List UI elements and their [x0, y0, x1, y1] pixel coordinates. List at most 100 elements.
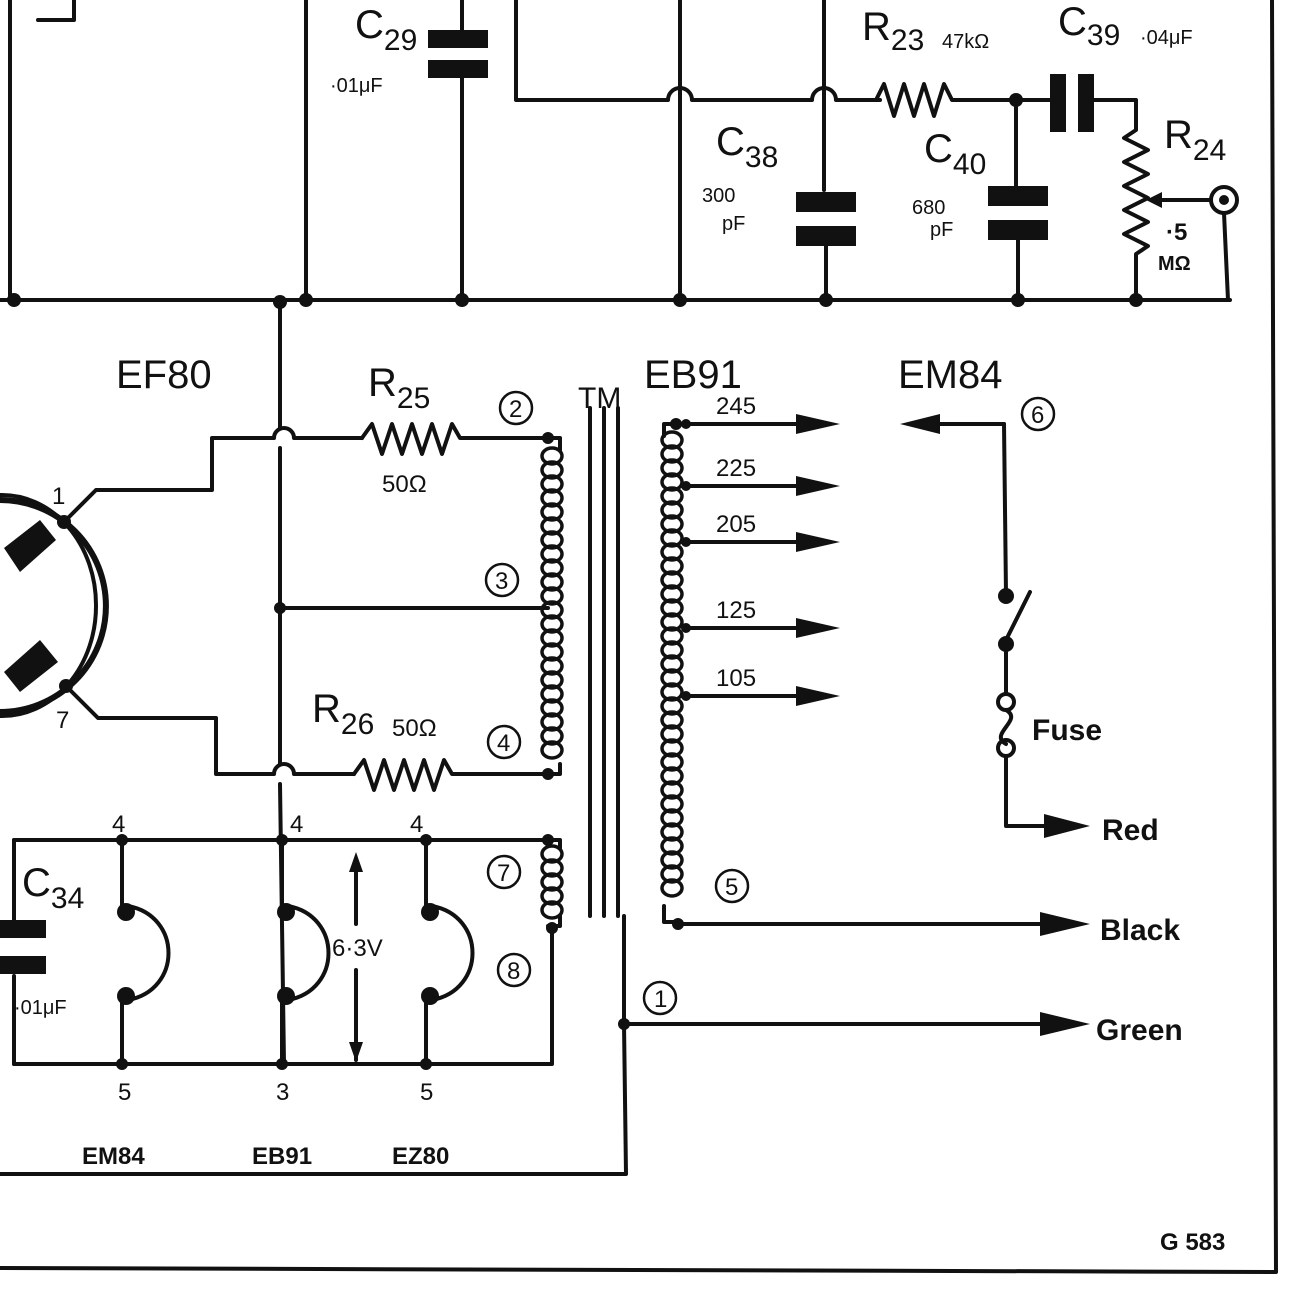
heater-pin-top-3: 4 — [410, 811, 423, 838]
c29-value: ·01μF — [330, 75, 383, 97]
heater-filament-2 — [276, 834, 331, 1070]
c39-value: ·04μF — [1140, 27, 1193, 49]
transformer-pin-4: 4 — [486, 724, 522, 760]
transformer-pin-6: 6 — [1020, 396, 1056, 432]
c29-label: C29 — [355, 3, 417, 57]
c29-capacitor — [428, 0, 488, 302]
svg-text:225: 225 — [716, 455, 756, 482]
fuse — [996, 692, 1090, 838]
heater-filament-1 — [116, 834, 171, 1070]
heater-filament-3 — [420, 834, 475, 1070]
svg-text:7: 7 — [497, 860, 510, 887]
heater-tube-em84: EM84 — [82, 1143, 145, 1170]
svg-text:4: 4 — [497, 730, 510, 757]
lead-black: Black — [1100, 914, 1180, 947]
r23-value: 47kΩ — [942, 31, 989, 53]
top-left-wire — [36, 0, 76, 22]
heater-tube-eb91: EB91 — [252, 1143, 312, 1170]
anode-wire-1 — [62, 426, 364, 524]
heater-voltage-indicator — [349, 852, 363, 1062]
ef80-label: EF80 — [116, 353, 212, 397]
svg-text:6: 6 — [1031, 402, 1044, 429]
heater-pin-bottom-2: 3 — [276, 1079, 289, 1106]
svg-text:245: 245 — [716, 393, 756, 420]
heater-pin-top-1: 4 — [112, 811, 125, 838]
c34-label: C34 — [22, 861, 84, 915]
c38-label: C38 — [716, 120, 778, 174]
svg-text:2: 2 — [509, 396, 522, 423]
rect-pin-7: 7 — [56, 707, 69, 734]
em84-label: EM84 — [898, 353, 1003, 397]
r23-resistor — [874, 82, 1018, 118]
r26-value: 50Ω — [392, 715, 437, 742]
green-lead-wire — [622, 914, 1062, 1026]
heater-tube-ez80: EZ80 — [392, 1143, 449, 1170]
c40-capacitor — [988, 98, 1048, 302]
r26-label: R26 — [312, 687, 374, 741]
c38-value-1: 300 — [702, 185, 735, 207]
tap-245: 245 — [681, 393, 840, 434]
svg-text:5: 5 — [725, 874, 738, 901]
ht-secondary-winding — [540, 432, 564, 780]
lead-green: Green — [1096, 1014, 1183, 1047]
voltage-taps: 245 225 205 125 105 — [681, 393, 840, 706]
c40-label: C40 — [924, 127, 986, 181]
heater-filaments — [116, 834, 475, 1070]
signal-wire — [514, 0, 882, 102]
heater-voltage: 6·3V — [332, 935, 383, 962]
c34-capacitor — [0, 920, 46, 974]
tap-105: 105 — [681, 665, 840, 706]
svg-text:3: 3 — [495, 568, 508, 595]
svg-text:205: 205 — [716, 511, 756, 538]
drawing-reference: G 583 — [1160, 1229, 1225, 1256]
svg-text:125: 125 — [716, 597, 756, 624]
c39-label: C39 — [1058, 0, 1120, 52]
tap-205: 205 — [681, 511, 840, 552]
c40-value-2: pF — [930, 219, 953, 241]
c38-value-2: pF — [722, 213, 745, 235]
heater-pin-top-2: 4 — [290, 811, 303, 838]
heater-winding — [540, 834, 564, 934]
lead-red: Red — [1102, 814, 1159, 847]
transformer-pin-7: 7 — [486, 854, 522, 890]
r25-resistor — [360, 422, 550, 456]
r24-value-2: MΩ — [1158, 253, 1191, 275]
transformer-pin-1: 1 — [642, 980, 678, 1016]
svg-text:1: 1 — [654, 986, 667, 1013]
centre-tap-wire — [278, 298, 286, 1066]
r24-potentiometer — [1122, 118, 1239, 302]
svg-text:105: 105 — [716, 665, 756, 692]
fuse-label: Fuse — [1032, 714, 1102, 747]
heater-bottom-bus — [12, 926, 554, 1066]
heater-pin-bottom-3: 5 — [420, 1079, 433, 1106]
r24-value-1: ·5 — [1166, 219, 1187, 246]
black-lead-arrow — [1040, 912, 1090, 936]
heater-pin-bottom-1: 5 — [118, 1079, 131, 1106]
green-lead-arrow — [1040, 1012, 1090, 1036]
diagram-border — [0, 0, 1278, 1274]
r24-label: R24 — [1164, 113, 1226, 167]
transformer-pin-2: 2 — [498, 390, 534, 426]
r25-value: 50Ω — [382, 471, 427, 498]
transformer-core — [588, 406, 620, 918]
c40-value-1: 680 — [912, 197, 945, 219]
rectifier-tube — [0, 492, 109, 719]
r23-label: R23 — [862, 5, 924, 57]
rect-pin-1: 1 — [52, 483, 65, 510]
mains-primary-winding — [660, 418, 684, 930]
c39-capacitor — [1014, 74, 1138, 132]
c38-capacitor — [796, 192, 856, 302]
svg-text:8: 8 — [507, 958, 520, 985]
anode-wire-7 — [64, 684, 356, 776]
transformer-pin-5: 5 — [714, 868, 750, 904]
r25-label: R25 — [368, 361, 430, 415]
c34-value: ·01μF — [14, 997, 67, 1019]
transformer-pin-3: 3 — [484, 562, 520, 598]
r26-resistor — [352, 758, 550, 792]
chassis-wire — [0, 1022, 628, 1176]
transformer-pin-8: 8 — [496, 952, 532, 988]
voltage-selector-lead — [900, 414, 1008, 596]
tap-225: 225 — [681, 455, 840, 496]
mains-switch — [998, 588, 1032, 694]
